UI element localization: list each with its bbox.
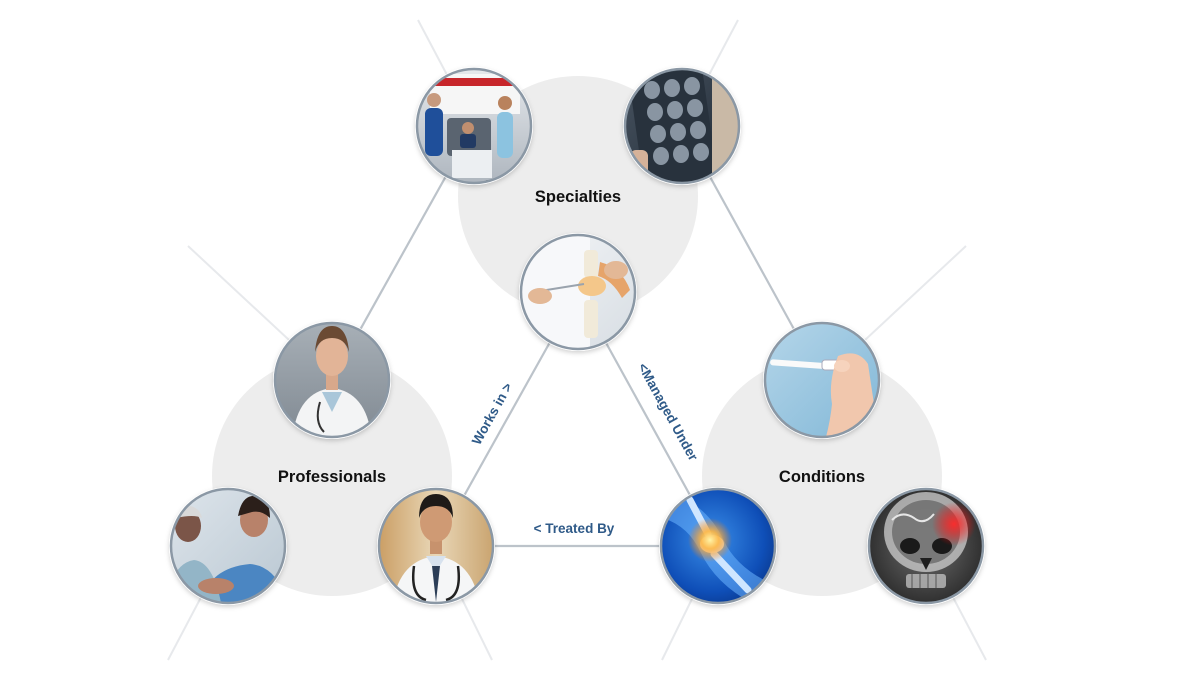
treated-by-label: < Treated By <box>534 521 615 536</box>
knee-pain-xray-photo <box>659 487 777 605</box>
conditions-title: Conditions <box>779 468 865 486</box>
ambulance-team-photo <box>415 67 533 185</box>
nurse-patient-photo <box>169 487 287 605</box>
female-doctor-photo <box>273 321 391 439</box>
specialties-title: Specialties <box>535 188 621 206</box>
male-doctor-photo <box>377 487 495 605</box>
skull-xray-photo <box>867 487 985 605</box>
brain-mri-photo <box>623 67 741 185</box>
works-in-label: Works in > <box>469 380 516 447</box>
knee-model-photo <box>519 233 637 351</box>
professionals-title: Professionals <box>278 468 386 486</box>
thermometer-photo <box>763 321 881 439</box>
